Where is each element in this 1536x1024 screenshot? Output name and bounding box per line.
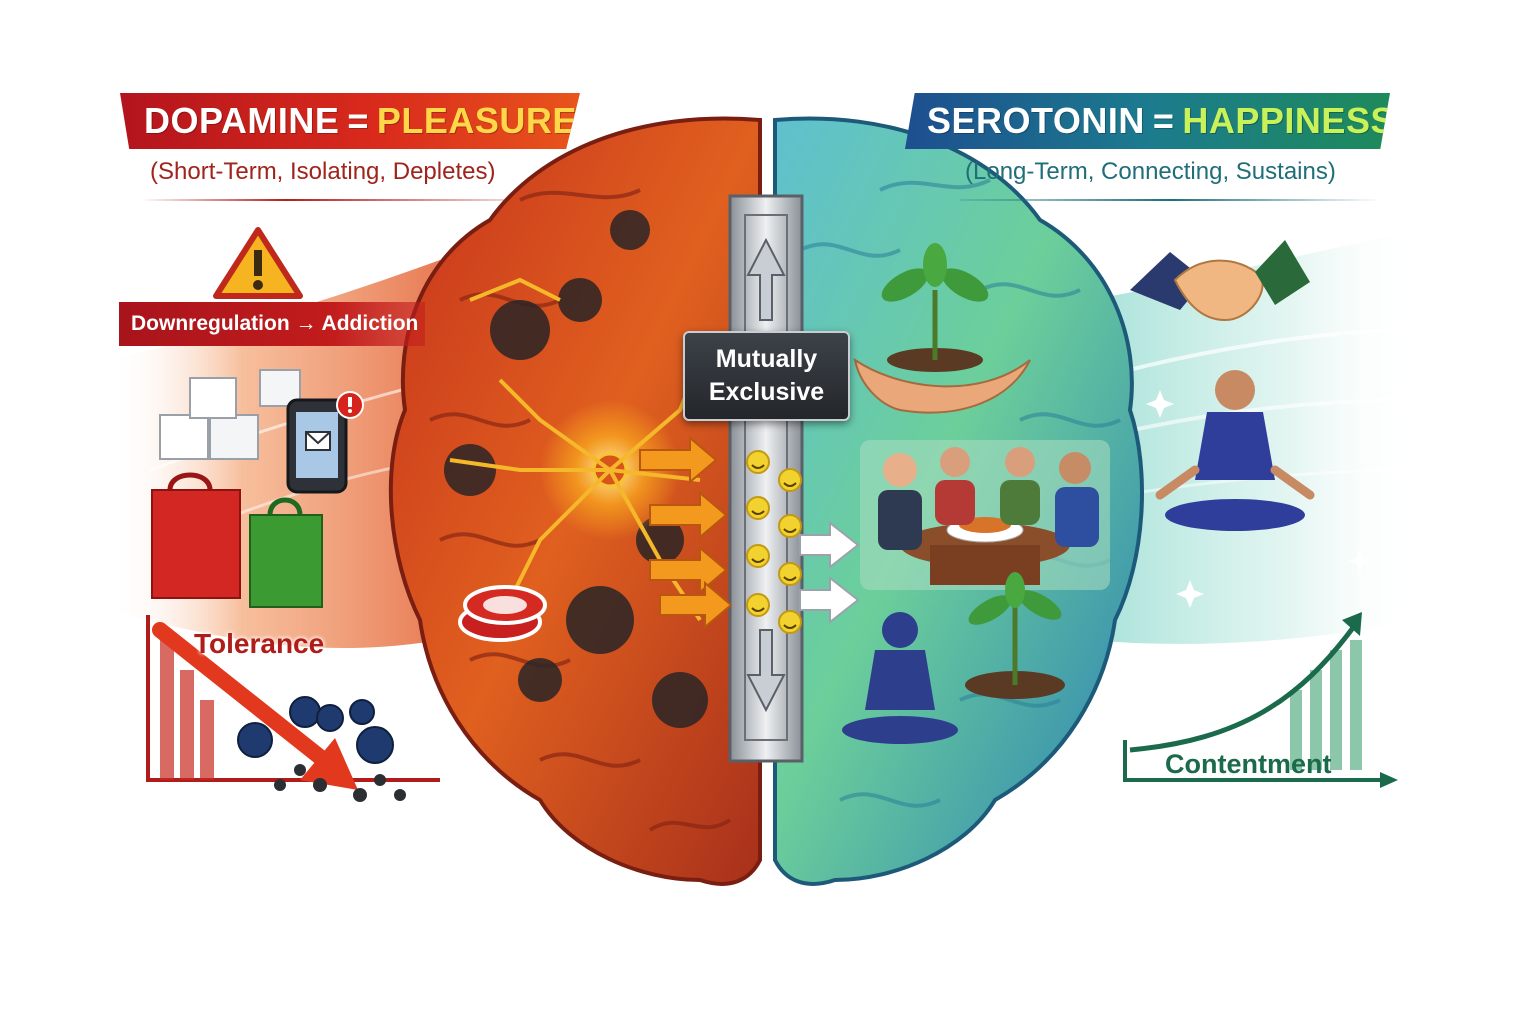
smiley-icon [778, 610, 802, 634]
person-icon [1055, 452, 1099, 547]
serotonin-title-banner: SEROTONIN = HAPPINESS [905, 93, 1390, 149]
phone-notification-icon [286, 391, 364, 494]
poker-chips-icon [458, 585, 547, 642]
smiley-icon [778, 514, 802, 538]
smiley-icon [778, 468, 802, 492]
plant-in-hand-icon [853, 243, 1031, 414]
smiley-icon [746, 450, 770, 474]
right-divider-line [960, 199, 1380, 201]
happiness-arrows [799, 520, 860, 625]
person-icon [878, 453, 922, 550]
shopping-bags-icon [151, 472, 323, 608]
left-divider-line [140, 199, 505, 201]
smiley-icons [746, 450, 802, 634]
left-brain-hemisphere [388, 116, 762, 886]
smiley-icon [746, 544, 770, 568]
declining-chart-icon [146, 615, 440, 802]
addiction-label: Downregulation → Addiction [119, 302, 425, 346]
seedling-icon [965, 572, 1065, 699]
contentment-label: Contentment [1165, 749, 1332, 779]
serotonin-subtitle: (Long-Term, Connecting, Sustains) [965, 158, 1336, 185]
growth-chart-icon [1123, 612, 1398, 788]
mutually-exclusive-line1: Mutually [715, 345, 818, 373]
mutually-exclusive-line2: Exclusive [708, 378, 825, 406]
mutually-exclusive-label: Mutually Exclusive [683, 331, 850, 421]
dopamine-subtitle: (Short-Term, Isolating, Depletes) [150, 158, 496, 185]
warning-icon [213, 227, 303, 299]
meditation-person-icon [1155, 370, 1315, 531]
down-arrow-icon [746, 629, 786, 713]
up-arrow-icon [746, 237, 786, 321]
person-icon [935, 447, 975, 525]
serotonin-word: SEROTONIN [927, 100, 1145, 141]
sparkle-icons [1146, 390, 1371, 608]
sad-face-icons [237, 696, 394, 764]
dopamine-title-banner: DOPAMINE = PLEASURE [120, 93, 580, 149]
smiley-icon [746, 496, 770, 520]
serotonin-equals: = [1152, 100, 1175, 141]
meditation-icon [842, 612, 958, 744]
person-icon [1000, 447, 1040, 525]
smiley-icon [746, 593, 770, 617]
handshake-icon [1130, 240, 1310, 322]
happiness-word: HAPPINESS [1182, 100, 1395, 141]
dopamine-equals: = [347, 100, 369, 141]
mutually-exclusive-divider [728, 194, 804, 763]
pleasure-arrows [639, 435, 733, 630]
sugar-cubes-icon [159, 369, 301, 460]
smiley-icon [778, 562, 802, 586]
tolerance-label: Tolerance [194, 628, 325, 659]
pleasure-word: PLEASURE [376, 100, 577, 141]
dopamine-word: DOPAMINE [144, 100, 340, 141]
family-dinner-icon [860, 440, 1110, 590]
